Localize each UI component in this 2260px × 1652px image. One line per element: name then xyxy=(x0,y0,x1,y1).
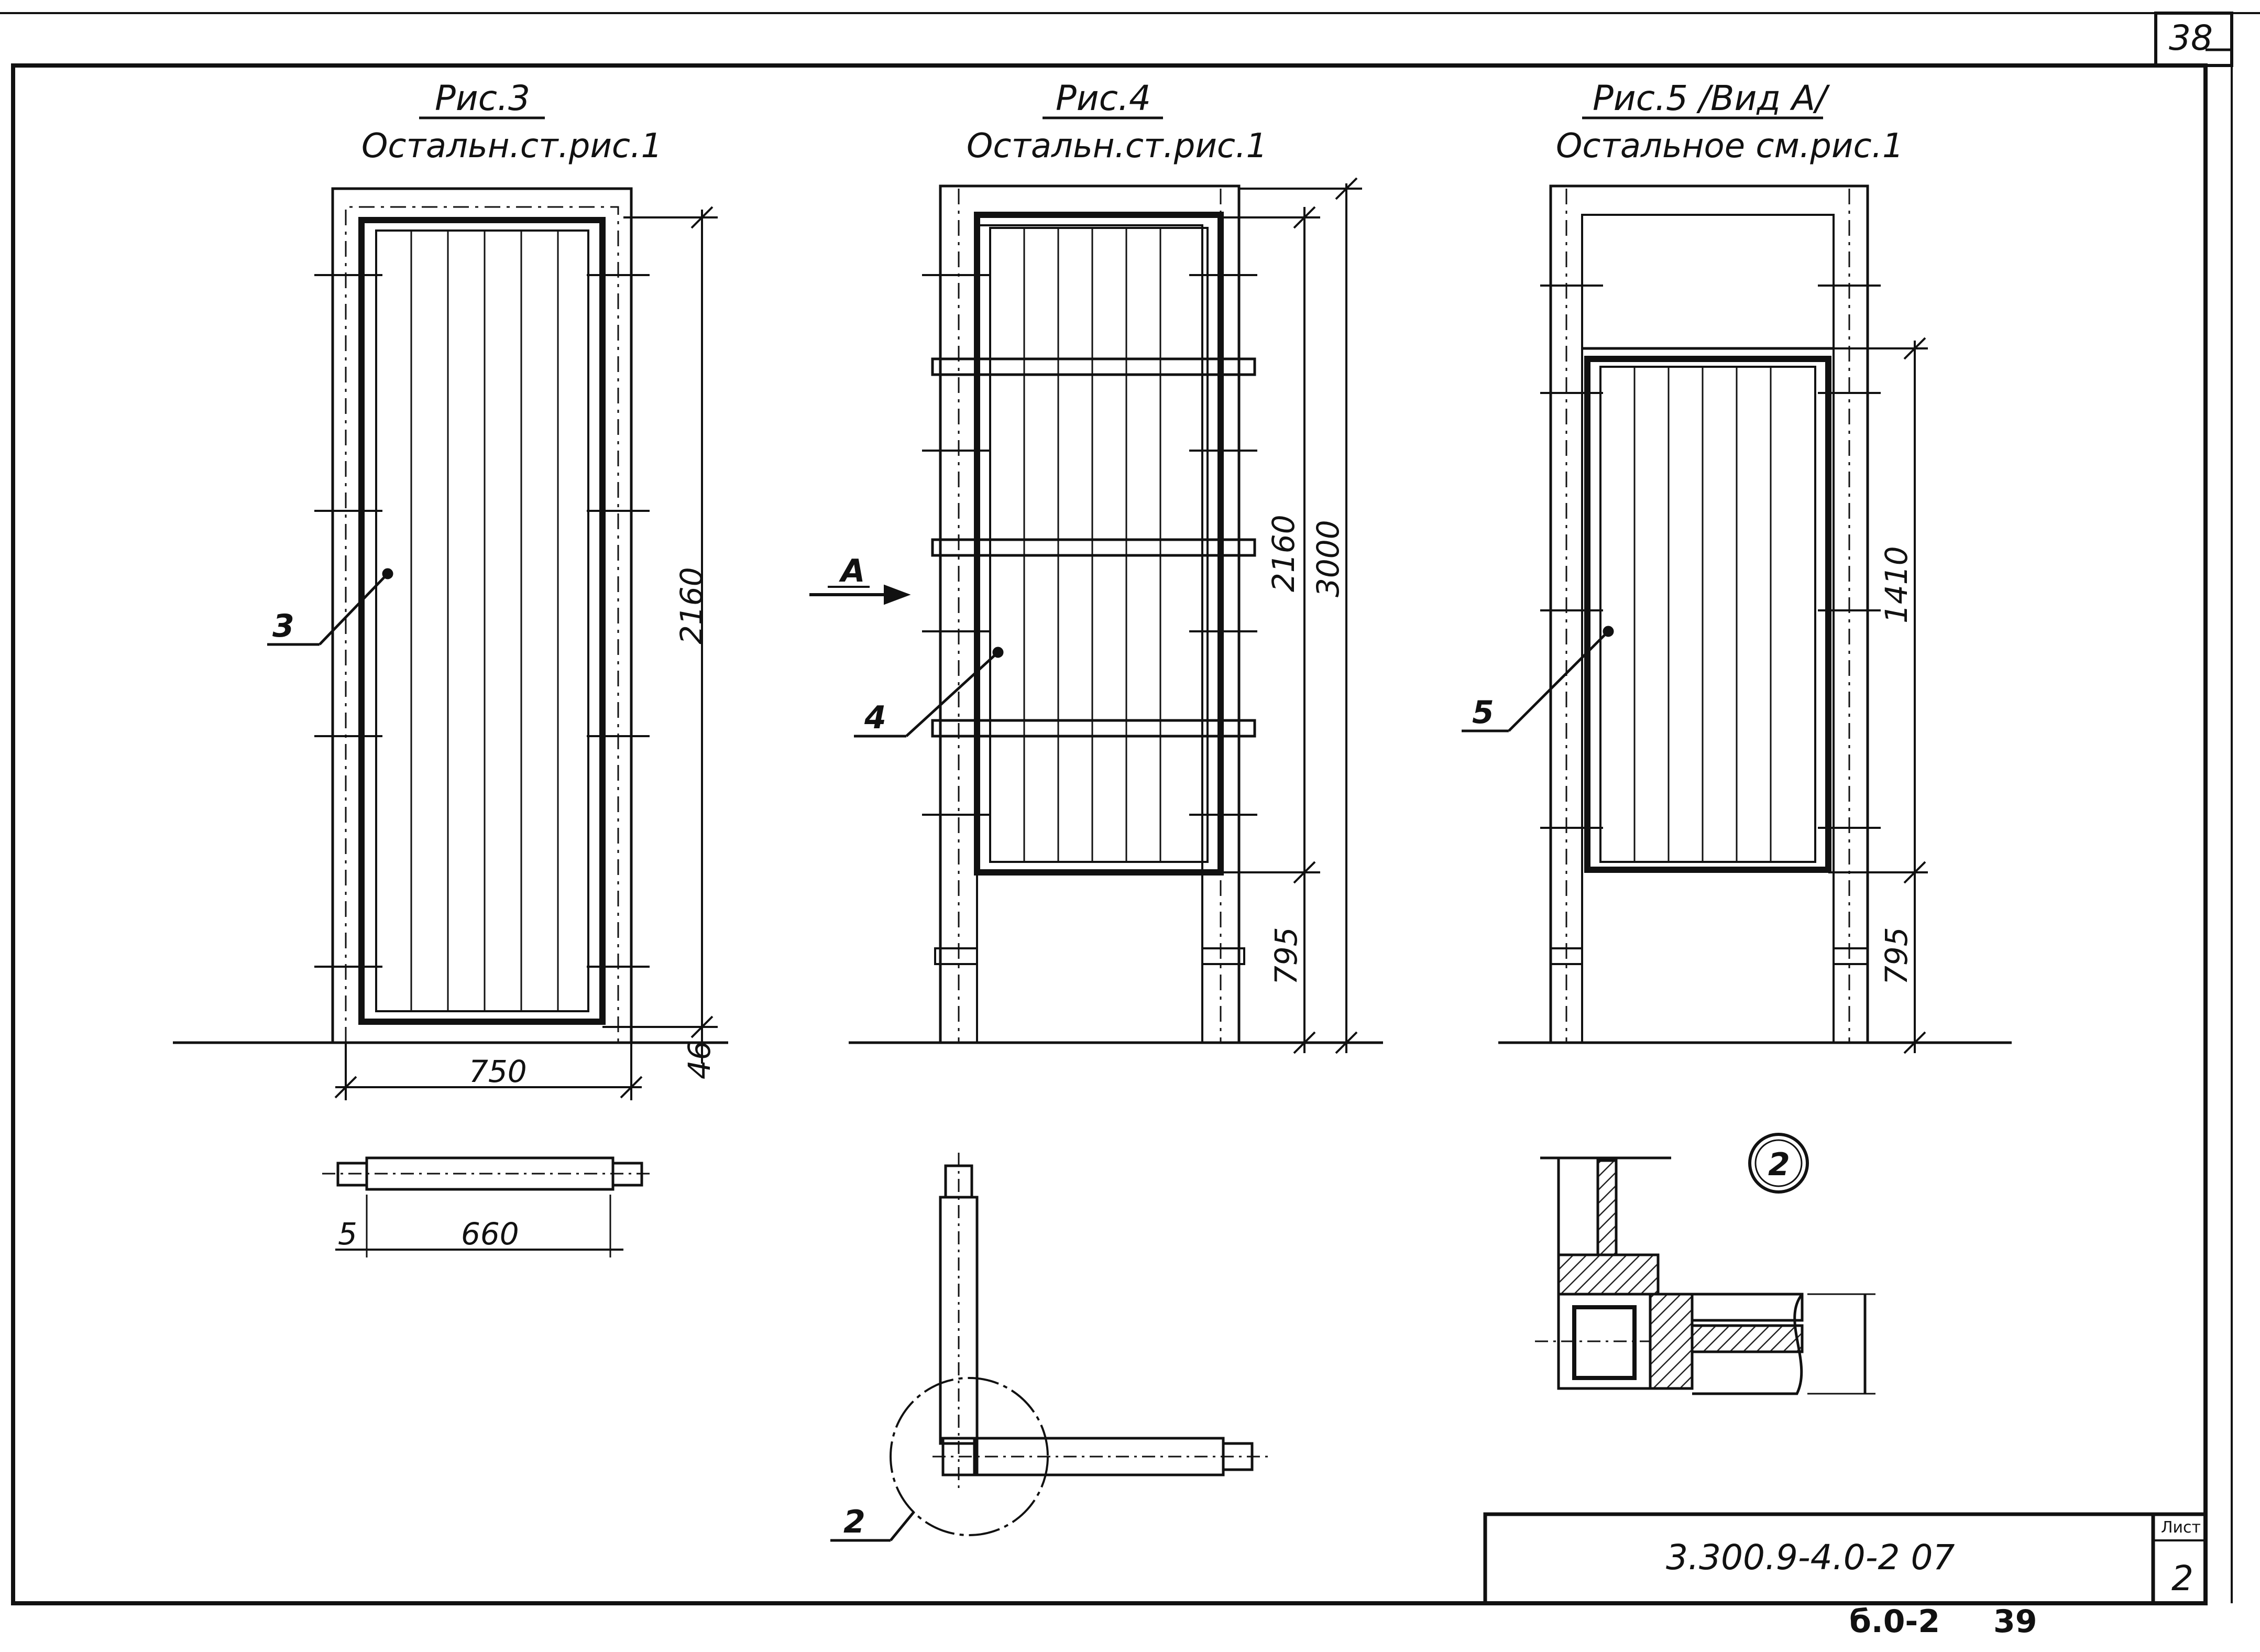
title-block xyxy=(1483,1512,2208,1605)
fig5-title: Рис.5 /Вид А/ xyxy=(1593,78,1830,118)
fig4-callout: 4 xyxy=(864,699,886,736)
fig5-header: Рис.5 /Вид А/ Остальное см.рис.1 xyxy=(1556,78,1904,166)
fig5-dimensions xyxy=(1828,337,1928,1054)
fig4-title: Рис.4 xyxy=(1056,78,1151,118)
fig4-dim-bottom: 795 xyxy=(1268,927,1304,985)
fig3-subtitle: Остальн.ст.рис.1 xyxy=(361,127,662,166)
fig4-node-callout: 2 xyxy=(843,1504,865,1540)
view-a-arrow xyxy=(809,584,911,605)
corner-sheet-number: 38 xyxy=(2169,18,2213,58)
node-2-detail xyxy=(1535,1156,1875,1395)
node-2-label: 2 xyxy=(1768,1146,1790,1183)
fig5-callout: 5 xyxy=(1472,694,1494,731)
fig4-subtitle: Остальн.ст.рис.1 xyxy=(967,127,1267,166)
fig5-leader xyxy=(1462,626,1614,732)
fig3-header: Рис.3 Остальн.ст.рис.1 xyxy=(361,78,662,166)
node-2-marker xyxy=(1748,1133,1809,1194)
drawing-code: 3.300.9-4.0-2 07 xyxy=(1666,1537,1955,1578)
fig3-title: Рис.3 xyxy=(435,78,530,118)
fig5-elevation xyxy=(1540,184,1881,1043)
sheet-label: Лист xyxy=(2161,1518,2201,1537)
bottom-stamp-page: 39 xyxy=(1993,1603,2037,1640)
fig3-elevation xyxy=(314,187,650,1043)
fig3-dim-height: 2160 xyxy=(674,567,709,644)
fig4-leader xyxy=(854,647,1004,738)
fig4-dim-panel: 2160 xyxy=(1266,515,1301,592)
fig5-subtitle: Остальное см.рис.1 xyxy=(1556,127,1904,166)
fig4-elevation xyxy=(922,184,1257,1043)
fig3-plan-offset: 5 xyxy=(338,1216,357,1252)
sheet-frame xyxy=(0,12,2260,1605)
sheet-number: 2 xyxy=(2171,1558,2193,1599)
fig3-leader xyxy=(267,568,393,646)
fig4-dim-total: 3000 xyxy=(1310,520,1346,597)
fig3-dimensions xyxy=(334,206,718,1100)
fig3-callout: 3 xyxy=(272,608,294,644)
fig3-dim-width: 750 xyxy=(469,1054,527,1089)
fig4-plan xyxy=(830,1153,1268,1542)
fig3-plan-width: 660 xyxy=(461,1216,519,1252)
fig4-header: Рис.4 Остальн.ст.рис.1 xyxy=(967,78,1267,166)
fig5-dim-bottom: 795 xyxy=(1879,927,1914,985)
fig3-plan xyxy=(322,1156,652,1257)
bottom-stamp: б.0-2 xyxy=(1849,1603,1940,1640)
fig4-dimensions xyxy=(1221,177,1362,1054)
fig5-dim-panel: 1410 xyxy=(1879,546,1914,623)
view-a-label: А xyxy=(839,553,865,589)
fig3-dim-gap: 46 xyxy=(682,1041,717,1079)
